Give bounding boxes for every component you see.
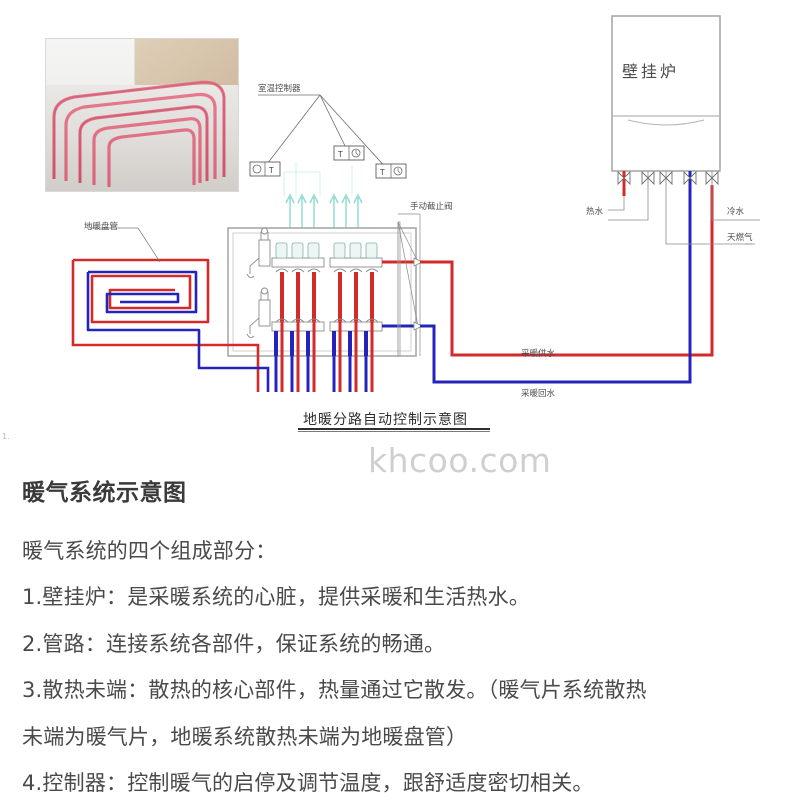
label-natural-gas: 天燃气 xyxy=(727,233,753,243)
photo-pipe-coil xyxy=(52,80,226,187)
floor-coil-leader xyxy=(90,227,161,263)
thermostat-leader-lines xyxy=(258,94,389,171)
article-paragraph: 未端为暖气片，地暖系统散热未端为地暖盘管） xyxy=(22,724,468,749)
thermostat-boxes: T T T xyxy=(249,145,407,179)
schematic-svg: T T T xyxy=(71,15,760,392)
label-heating-return: 采暖回水 xyxy=(521,389,556,399)
edge-artifact-mark: 1. xyxy=(2,432,10,441)
shutoff-valve-group xyxy=(397,213,423,357)
boiler-label: 壁挂炉 xyxy=(622,62,680,81)
system-schematic-diagram: T T T xyxy=(45,15,760,432)
thermostat-box-left: T xyxy=(249,161,281,177)
floor-heating-coil xyxy=(71,258,210,370)
article-paragraph: 1.壁挂炉：是采暖系统的心脏，提供采暖和生活热水。 xyxy=(22,585,531,610)
article-paragraph: 4.控制器：控制暖气的启停及调节温度，跟舒适度密切相关。 xyxy=(22,770,594,795)
svg-text:T: T xyxy=(379,168,385,177)
wall-hung-boiler xyxy=(611,15,721,190)
thermostat-box-middle: T xyxy=(333,145,365,161)
supply-manifold xyxy=(246,227,420,322)
label-hot-water: 热水 xyxy=(586,207,604,217)
manifold-cabinet xyxy=(227,227,417,357)
caption-rule xyxy=(298,428,490,430)
label-floor-coil: 地暖盘管 xyxy=(84,222,119,232)
caption-rule-thin xyxy=(298,431,490,432)
diagram-caption: 地暖分路自动控制示意图 xyxy=(303,412,468,428)
site-watermark: khcoo.com xyxy=(368,441,552,480)
article-paragraph: 2.管路：连接系统各部件，保证系统的畅通。 xyxy=(22,631,446,656)
label-room-thermostat: 室温控制器 xyxy=(258,84,301,94)
label-heating-supply: 采暖供水 xyxy=(521,349,556,359)
page-title: 暖气系统示意图 xyxy=(22,480,187,506)
article-paragraph: 暖气系统的四个组成部分： xyxy=(22,539,277,563)
boiler-pipe-accents xyxy=(622,186,692,196)
manifold-drop-pipes xyxy=(205,322,374,392)
main-pipes xyxy=(420,185,714,384)
svg-text:T: T xyxy=(268,166,274,175)
boiler-valves xyxy=(617,170,719,186)
label-manual-shutoff-valve: 手动截止阀 xyxy=(410,202,453,212)
thermostat-box-right: T xyxy=(375,163,407,179)
label-cold-water: 冷水 xyxy=(727,207,745,217)
svg-text:T: T xyxy=(337,150,343,159)
article-paragraph: 3.散热未端：散热的核心部件，热量通过它散发。（暖气片系统散热 xyxy=(22,678,647,703)
airflow-arrows xyxy=(283,162,363,228)
article-text-block: 暖气系统示意图 暖气系统的四个组成部分： 1.壁挂炉：是采暖系统的心脏，提供采暖… xyxy=(0,455,801,811)
